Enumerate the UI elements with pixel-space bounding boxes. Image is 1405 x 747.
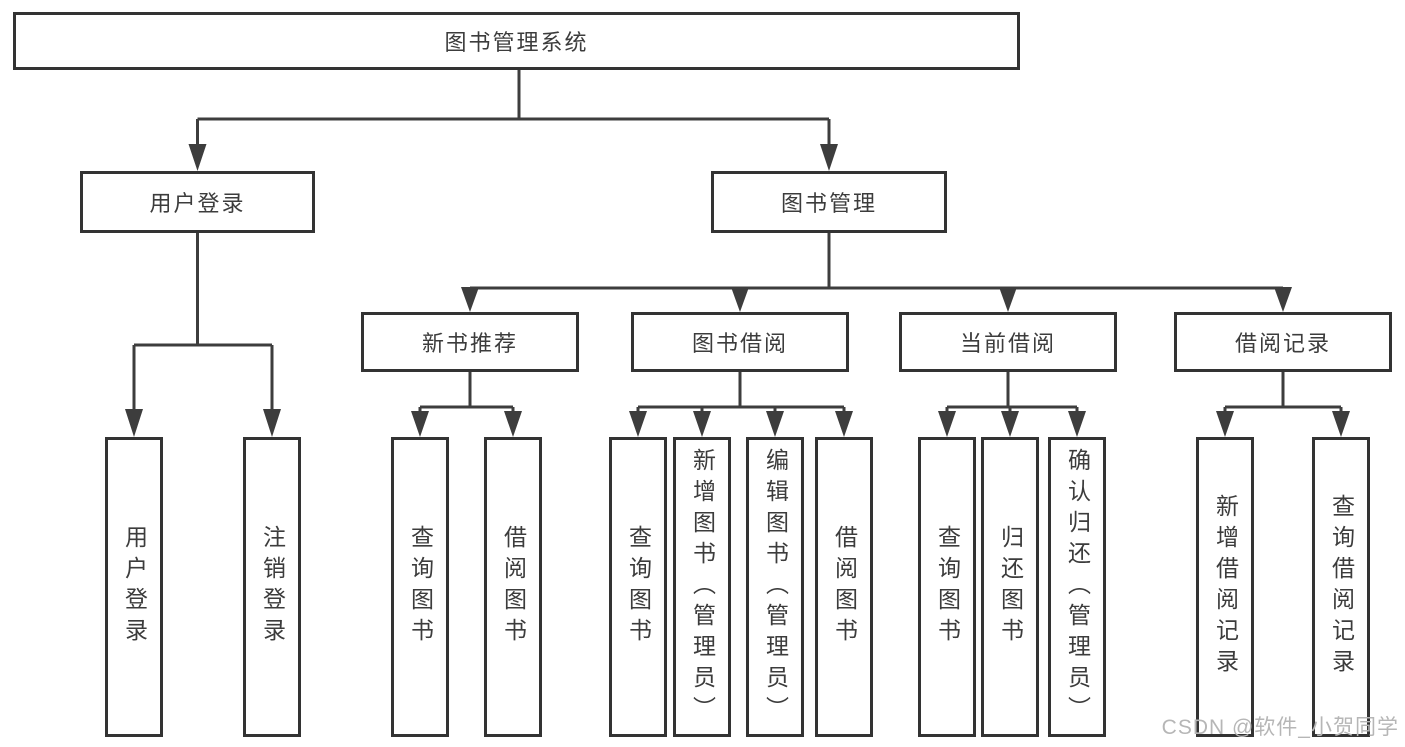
node-current-borrowing-label: 当前借阅 xyxy=(959,331,1056,356)
node-book-borrowing: 图书借阅 xyxy=(631,312,849,372)
node-leaf-add-book-admin-label: 新增图书（管理员） xyxy=(689,447,716,727)
node-leaf-query-books-recommend: 查询图书 xyxy=(391,437,449,737)
node-leaf-query-books-current: 查询图书 xyxy=(918,437,976,737)
node-leaf-query-books-recommend-label: 查询图书 xyxy=(407,525,434,649)
node-current-borrowing: 当前借阅 xyxy=(899,312,1117,372)
node-leaf-edit-book-admin-label: 编辑图书（管理员） xyxy=(762,447,789,727)
node-leaf-user-login-label: 用户登录 xyxy=(121,525,148,649)
node-leaf-confirm-return-admin: 确认归还（管理员） xyxy=(1048,437,1106,737)
node-leaf-borrow-books-label: 借阅图书 xyxy=(831,525,858,649)
node-user-login-label: 用户登录 xyxy=(149,191,246,216)
node-library-system-label: 图书管理系统 xyxy=(444,30,589,55)
node-leaf-add-book-admin: 新增图书（管理员） xyxy=(673,437,731,737)
node-leaf-query-books-current-label: 查询图书 xyxy=(934,525,961,649)
node-leaf-return-book-label: 归还图书 xyxy=(997,525,1024,649)
node-leaf-query-books-borrow: 查询图书 xyxy=(609,437,667,737)
node-leaf-query-books-borrow-label: 查询图书 xyxy=(625,525,652,649)
node-leaf-confirm-return-admin-label: 确认归还（管理员） xyxy=(1064,447,1091,727)
node-library-system: 图书管理系统 xyxy=(13,12,1020,70)
node-leaf-return-book: 归还图书 xyxy=(981,437,1039,737)
node-book-borrowing-label: 图书借阅 xyxy=(691,331,788,356)
watermark: CSDN @软件_小贺同学 xyxy=(1161,716,1399,739)
node-new-book-recommend-label: 新书推荐 xyxy=(421,331,518,356)
node-leaf-add-borrow-record: 新增借阅记录 xyxy=(1196,437,1254,737)
node-book-management: 图书管理 xyxy=(711,171,947,233)
node-leaf-user-login: 用户登录 xyxy=(105,437,163,737)
node-leaf-logout: 注销登录 xyxy=(243,437,301,737)
node-leaf-borrow-books-recommend-label: 借阅图书 xyxy=(500,525,527,649)
node-new-book-recommend: 新书推荐 xyxy=(361,312,579,372)
node-book-management-label: 图书管理 xyxy=(780,191,877,216)
node-leaf-query-borrow-record-label: 查询借阅记录 xyxy=(1328,494,1355,680)
node-leaf-edit-book-admin: 编辑图书（管理员） xyxy=(746,437,804,737)
node-leaf-logout-label: 注销登录 xyxy=(259,525,286,649)
node-leaf-query-borrow-record: 查询借阅记录 xyxy=(1312,437,1370,737)
node-leaf-add-borrow-record-label: 新增借阅记录 xyxy=(1212,494,1239,680)
node-leaf-borrow-books: 借阅图书 xyxy=(815,437,873,737)
node-leaf-borrow-books-recommend: 借阅图书 xyxy=(484,437,542,737)
arrowhead-down-icons xyxy=(125,144,1350,437)
node-user-login: 用户登录 xyxy=(80,171,315,233)
node-borrow-records: 借阅记录 xyxy=(1174,312,1392,372)
node-borrow-records-label: 借阅记录 xyxy=(1234,331,1331,356)
